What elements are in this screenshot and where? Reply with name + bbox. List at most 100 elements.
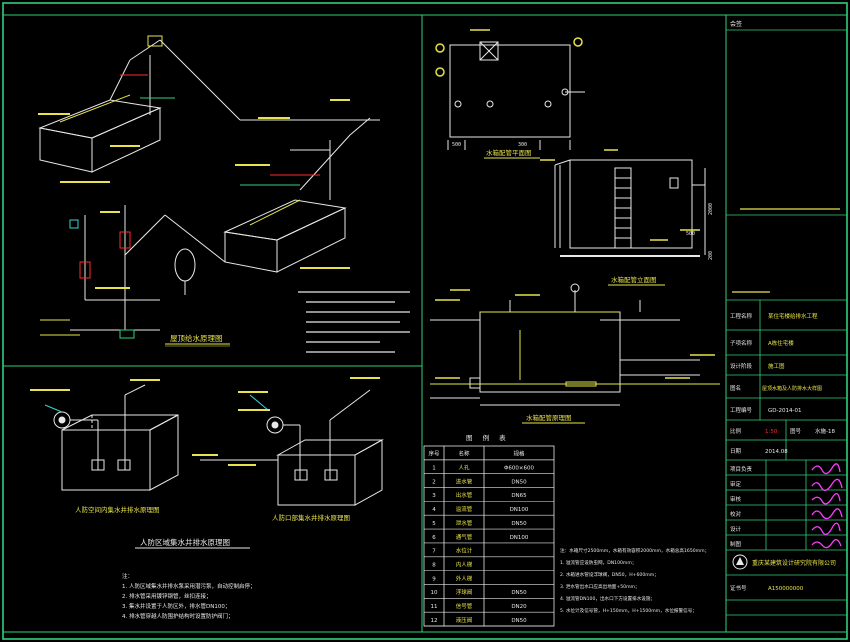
tank-plan-title: 水箱配管平面图 bbox=[486, 148, 532, 157]
tb-scale-value: 1:50 bbox=[765, 429, 778, 435]
svg-text:3. 集水井设置于人防区外，排水管DN100；: 3. 集水井设置于人防区外，排水管DN100； bbox=[122, 602, 230, 610]
legend-row-spec: DN50 bbox=[511, 590, 527, 596]
tank-note-line: 2. 水箱进水管设浮球阀，DN50，H+600mm； bbox=[560, 571, 659, 578]
legend-row-name: 进水管 bbox=[456, 477, 473, 485]
legend-row-no: 9 bbox=[432, 576, 436, 582]
legend-row-no: 8 bbox=[432, 562, 436, 568]
tb-cert-value: A150000000 bbox=[768, 586, 804, 592]
tb-approval-strip bbox=[732, 208, 840, 293]
legend-header: 序号 bbox=[428, 450, 440, 458]
tank-notes: 注：水箱尺寸2500mm，水箱有效容积2000mm，水箱总高1650mm； 1. … bbox=[560, 547, 709, 614]
civil-defense-notes: 注： 1. 人防区域集水井排水泵采用潜污泵，自动控制启停； 2. 排水管采用镀锌… bbox=[122, 572, 256, 620]
legend-row-spec: DN50 bbox=[511, 479, 527, 485]
tb-drawing-name-label: 图名 bbox=[730, 384, 741, 392]
tb-subproject-label: 子项名称 bbox=[730, 339, 753, 347]
legend-row-spec: DN20 bbox=[511, 604, 527, 610]
svg-text:4. 排水管穿越人防围护结构时设置防护阀门；: 4. 排水管穿越人防围护结构时设置防护阀门； bbox=[122, 612, 234, 620]
tb-signatures bbox=[811, 463, 843, 549]
tb-phase-label: 设计阶段 bbox=[730, 362, 753, 370]
tb-drawing-no-label: 工程编号 bbox=[730, 406, 753, 414]
tank-elevation bbox=[554, 159, 706, 257]
tank-note-line: 1. 溢流管应设防虫网，DN100mm； bbox=[560, 559, 636, 566]
civil-defense-diagram bbox=[44, 384, 384, 506]
tb-drawing-name-value: 屋顶水箱及人防排水大样图 bbox=[762, 385, 822, 392]
tb-phase-value: 施工图 bbox=[768, 362, 785, 370]
tb-role-label: 设计 bbox=[730, 525, 742, 533]
legend-row-no: 6 bbox=[432, 535, 436, 541]
tank-elev-leaders bbox=[540, 149, 700, 241]
tb-date-label: 日期 bbox=[730, 448, 742, 455]
legend-row-no: 1 bbox=[432, 466, 436, 472]
tank-elev-dim-3: 200 bbox=[708, 251, 714, 260]
tb-scale-label: 比例 bbox=[730, 427, 742, 435]
civil-defense-sub2: 人防口部集水井排水原理图 bbox=[272, 513, 350, 522]
legend-row-no: 5 bbox=[432, 521, 436, 527]
legend-row-name: 出水管 bbox=[456, 491, 473, 499]
legend-row-name: 通气管 bbox=[456, 533, 473, 541]
legend-row-name: 液压阀 bbox=[456, 616, 473, 624]
tb-role-label: 制图 bbox=[730, 540, 742, 548]
legend-row-name: 浮球阀 bbox=[456, 588, 473, 596]
legend-row-no: 12 bbox=[431, 618, 438, 624]
tb-header: 会签 bbox=[730, 20, 742, 28]
tb-drawing-no-value: GD-2014-01 bbox=[768, 408, 801, 414]
legend-row-no: 4 bbox=[432, 507, 436, 513]
company-logo-icon bbox=[732, 554, 748, 570]
tb-cert-label: 证书号 bbox=[730, 584, 747, 592]
tank-plan-dim-1: 500 bbox=[452, 142, 461, 148]
legend-row-name: 信号管 bbox=[456, 602, 473, 610]
legend-row-name: 内人梯 bbox=[456, 560, 473, 568]
tank-plan-leaders bbox=[435, 29, 583, 77]
tb-role-label: 项目负责 bbox=[730, 465, 753, 473]
roof-notes bbox=[298, 291, 410, 353]
civil-defense-title: 人防区域集水井排水原理图 bbox=[140, 537, 230, 547]
legend-row-no: 10 bbox=[431, 590, 438, 596]
legend-row-spec: DN50 bbox=[511, 618, 527, 624]
svg-text:1. 人防区域集水井排水泵采用潜污泵，自动控制启停；: 1. 人防区域集水井排水泵采用潜污泵，自动控制启停； bbox=[122, 582, 256, 590]
tank-plan bbox=[447, 41, 585, 150]
legend-title: 图 例 表 bbox=[466, 433, 510, 442]
legend-rows: 序号 名称 规格 1 人孔 Φ600×600 2 进水管 DN50 3 出水管 DN65 4 溢流管 DN1… bbox=[424, 450, 554, 627]
roof-supply-annotations bbox=[38, 99, 350, 289]
tb-role-label: 审定 bbox=[730, 480, 742, 488]
tb-role-label: 校对 bbox=[730, 510, 742, 518]
legend-header: 名称 bbox=[458, 450, 470, 458]
tb-company: 重庆某建筑设计研究院有限公司 bbox=[752, 559, 836, 567]
legend-row-no: 11 bbox=[431, 604, 438, 610]
roof-supply-diagram bbox=[38, 35, 380, 339]
legend-table: 图 例 表 序号 名称 规格 1 人孔 Φ600×600 2 进水管 DN50 3 出水管 DN65 4… bbox=[423, 433, 555, 627]
tank-note-line: 5. 水位计及信号管，H+150mm，H+1500mm，水位报警信号； bbox=[560, 607, 697, 614]
legend-row-name: 外人梯 bbox=[456, 574, 473, 582]
legend-row-spec: DN50 bbox=[511, 521, 527, 527]
tank-system-leaders bbox=[435, 289, 715, 379]
tb-role-label: 审核 bbox=[730, 495, 742, 503]
tank-elev-title: 水箱配管立面图 bbox=[611, 275, 657, 284]
legend-row-spec: DN65 bbox=[511, 493, 527, 499]
tb-project-value: 某住宅楼给排水工程 bbox=[768, 312, 818, 320]
legend-row-spec: DN100 bbox=[510, 507, 529, 513]
svg-text:注：: 注： bbox=[122, 572, 133, 580]
civil-defense-annotations bbox=[30, 377, 380, 466]
tank-note-line: 3. 泄水管出水口应高出地面+50mm； bbox=[560, 583, 640, 590]
roof-supply-title: 屋顶给水原理图 bbox=[170, 333, 223, 343]
legend-row-no: 7 bbox=[432, 549, 436, 555]
legend-row-no: 2 bbox=[432, 479, 436, 485]
legend-row-name: 人孔 bbox=[458, 464, 470, 472]
svg-text:2. 排水管采用镀锌钢管，丝扣连接；: 2. 排水管采用镀锌钢管，丝扣连接； bbox=[122, 592, 212, 600]
legend-header: 规格 bbox=[513, 450, 525, 458]
tb-project-label: 工程名称 bbox=[730, 312, 753, 320]
legend-row-spec: Φ600×600 bbox=[504, 466, 534, 472]
legend-row-name: 溢流管 bbox=[456, 505, 473, 513]
tank-system bbox=[430, 283, 720, 406]
tb-subproject-value: A栋住宅楼 bbox=[768, 339, 794, 347]
tank-elev-dim-1: 2000 bbox=[708, 203, 714, 215]
tb-sheet-value: 水施-18 bbox=[815, 427, 835, 435]
tank-plan-dim-2: 300 bbox=[518, 142, 527, 148]
tank-note-line: 注：水箱尺寸2500mm，水箱有效容积2000mm，水箱总高1650mm； bbox=[560, 547, 709, 554]
tank-system-title: 水箱配管原理图 bbox=[526, 413, 572, 422]
legend-row-no: 3 bbox=[432, 493, 436, 499]
legend-row-name: 泄水管 bbox=[456, 519, 473, 527]
